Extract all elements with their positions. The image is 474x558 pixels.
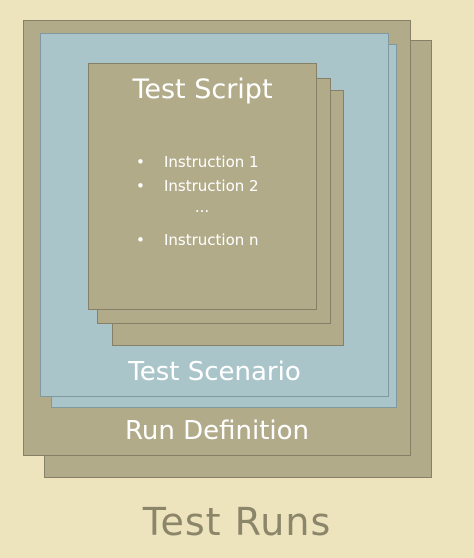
test-script-page [88, 63, 317, 310]
bullet-icon: • [136, 177, 145, 195]
run-definition-label: Run Definition [124, 416, 310, 446]
test-runs-title: Test Runs [142, 500, 332, 544]
instruction-ellipsis: ... [194, 198, 210, 216]
instruction-text: Instruction 2 [164, 177, 259, 195]
instruction-item: • Instruction n [136, 228, 296, 252]
instruction-item: • Instruction 1 [136, 150, 296, 174]
bullet-icon: • [136, 231, 145, 249]
test-script-title: Test Script [132, 74, 273, 105]
instruction-text: Instruction 1 [164, 153, 259, 171]
instruction-text: Instruction n [164, 231, 259, 249]
instruction-list: • Instruction 1 • Instruction 2 ... • In… [136, 150, 296, 252]
test-scenario-label: Test Scenario [128, 357, 301, 387]
bullet-icon: • [136, 153, 145, 171]
instruction-item: • Instruction 2 [136, 174, 296, 198]
